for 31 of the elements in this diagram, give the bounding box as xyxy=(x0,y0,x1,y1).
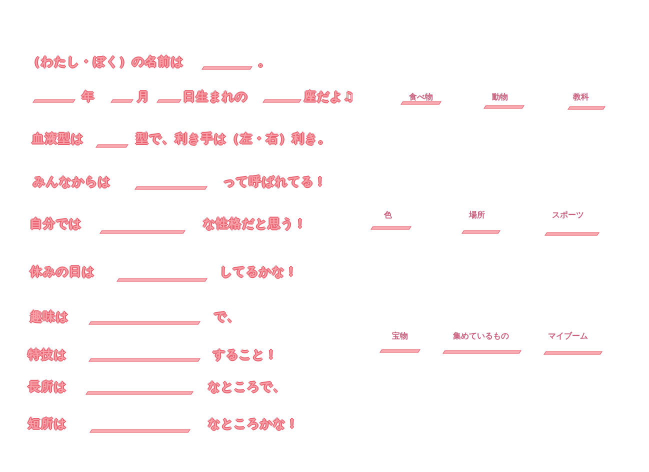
worksheet-text: って呼ばれてる！ xyxy=(223,174,327,190)
worksheet-text: 自分では xyxy=(30,216,82,232)
topic-label: 食べ物 xyxy=(409,92,433,102)
worksheet-text: 血液型は xyxy=(32,130,84,148)
worksheet-text: 特技は xyxy=(28,346,67,364)
worksheet-text: 短所は xyxy=(28,416,67,432)
worksheet-text: すること！ xyxy=(213,346,278,364)
topic-label: 集めているもの xyxy=(453,330,509,342)
topic-label: スポーツ xyxy=(552,210,584,220)
worksheet-text: 型で、利き手は（左・右）利き。 xyxy=(136,130,331,148)
worksheet-text: なところで、 xyxy=(208,378,286,396)
worksheet-text: 日生まれの xyxy=(183,88,248,106)
topic-label: 場所 xyxy=(469,210,485,220)
worksheet-text: 長所は xyxy=(28,378,67,396)
worksheet-text: な性格だと思う！ xyxy=(203,216,307,232)
worksheet-text: で、 xyxy=(214,308,240,326)
worksheet-text: 趣味は xyxy=(30,308,69,326)
topic-label: 動物 xyxy=(492,92,508,102)
worksheet-text: してるかな！ xyxy=(220,264,298,280)
topic-label: 教科 xyxy=(573,92,589,102)
worksheet-text: 座だよ♫ xyxy=(304,88,355,106)
worksheet-text: 月 xyxy=(137,88,150,106)
worksheet-text: なところかな！ xyxy=(208,416,299,432)
topic-label: マイブーム xyxy=(548,330,588,342)
worksheet-text: 。 xyxy=(258,54,271,70)
topic-label: 宝物 xyxy=(392,330,408,342)
worksheet-text: 休みの日は xyxy=(30,264,95,280)
worksheet-text: 年 xyxy=(82,88,95,106)
worksheet-text: みんなからは xyxy=(33,174,111,190)
worksheet-text: （わたし・ぼく）の名前は xyxy=(28,54,184,70)
topic-label: 色 xyxy=(384,210,392,220)
